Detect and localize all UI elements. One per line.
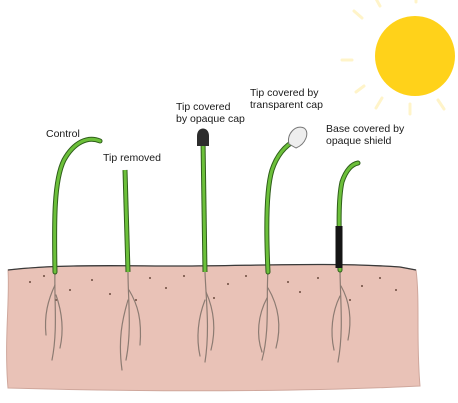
seedling-tip-removed [125,170,128,272]
label-transparent-cap: Tip covered by transparent cap [250,87,323,111]
opaque-shield [336,226,343,268]
label-opaque-cap: Tip covered by opaque cap [176,101,245,125]
opaque-cap [197,129,209,147]
seedling-transparent-cap [267,127,307,272]
seedling-opaque-cap [197,129,209,273]
seedling-base-shield [336,163,359,270]
label-base-shield: Base covered by opaque shield [326,123,404,147]
label-control: Control [46,128,80,140]
sun-icon [342,0,455,114]
label-tip-removed: Tip removed [103,152,161,164]
transparent-cap [288,127,306,148]
seedling-control [55,139,100,272]
